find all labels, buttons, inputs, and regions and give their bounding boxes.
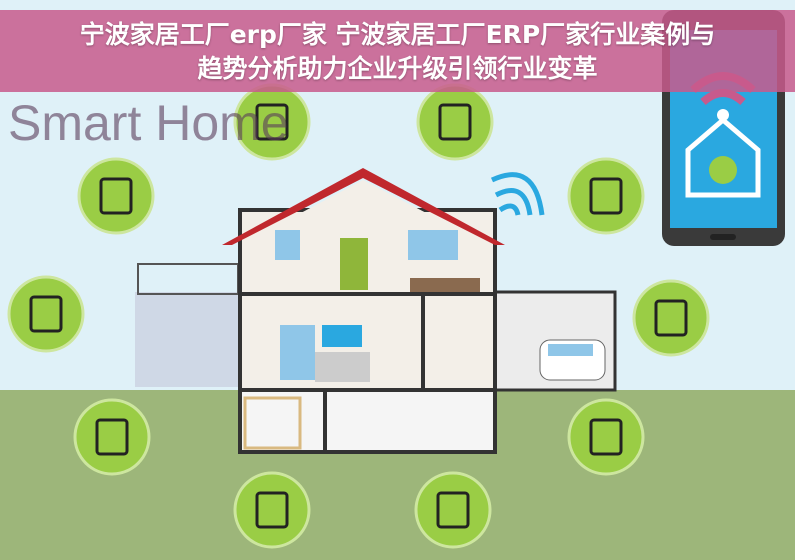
- title-banner: 宁波家居工厂erp厂家 宁波家居工厂ERP厂家行业案例与 趋势分析助力企业升级引…: [0, 10, 795, 92]
- window-blind-icon: [416, 83, 494, 161]
- title-line-1: 宁波家居工厂erp厂家 宁波家居工厂ERP厂家行业案例与: [79, 20, 716, 49]
- key-icon: [567, 398, 645, 476]
- garage-door-icon: [414, 471, 492, 549]
- refrigerator-icon: [77, 157, 155, 235]
- washing-machine-icon: [73, 398, 151, 476]
- radiator-icon: [233, 471, 311, 549]
- wifi-signal-icon: [490, 172, 545, 216]
- security-camera-icon: [632, 279, 710, 357]
- house: [135, 168, 617, 454]
- home-icon: [685, 116, 761, 198]
- thermometer-icon: [567, 157, 645, 235]
- tv-stereo-icon: [7, 275, 85, 353]
- background-text: Smart Home: [8, 95, 289, 151]
- title-line-2: 趋势分析助力企业升级引领行业变革: [197, 54, 598, 83]
